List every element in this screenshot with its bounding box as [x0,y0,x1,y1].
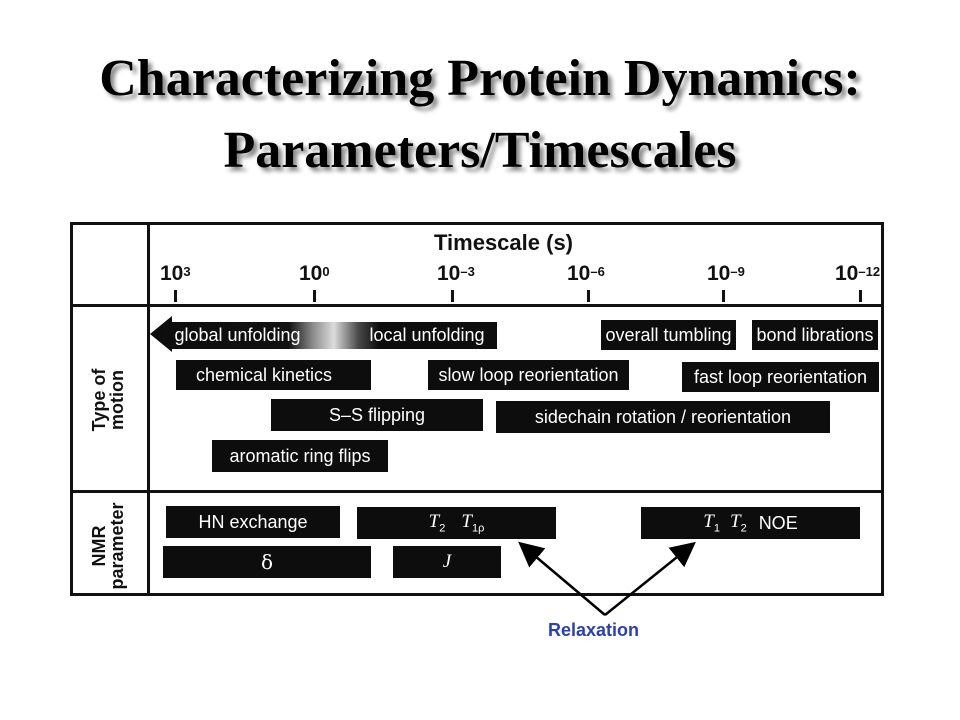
relaxation-label: Relaxation [548,620,640,640]
timescale-title: Timescale (s) [434,230,574,255]
bar-overall-tumbling: overall tumbling [601,320,736,350]
bar-ss-flipping: S–S flipping [271,399,483,431]
slide-title-line-2: Parameters/Timescales [223,122,737,179]
section-divider-nmr [70,490,884,493]
section-divider-vertical [147,222,150,596]
bar-bond-librations: bond librations [752,320,878,350]
unfolding-arrow-shape [150,316,497,352]
bar-local-unfolding: local unfolding [369,325,485,345]
bar-j-coupling: J [393,546,501,578]
bar-global-unfolding: global unfolding [174,325,301,345]
bar-sidechain-rotation: sidechain rotation / reorientation [496,401,830,433]
arrow-to-t1-t2-noe [604,541,696,616]
tick-mark [313,290,316,302]
tick-label-10-minus-6: 10–6 [567,262,605,285]
tick-label-10-minus-3: 10–3 [437,262,475,285]
bar-t2-t1rho: T2 T1ρ [357,507,556,539]
bar-delta: δ [163,546,371,578]
tick-label-10-0: 100 [299,262,330,285]
slide-title-line-1: Characterizing Protein Dynamics: [99,50,861,107]
tick-mark [451,290,454,302]
tick-mark [722,290,725,302]
bar-t1-t2-noe: T1 T2 NOE [641,507,860,539]
bar-aromatic-ring-flips: aromatic ring flips [212,440,388,472]
bar-fast-loop-reorientation: fast loop reorientation [682,362,879,392]
bar-chemical-kinetics: chemical kinetics [176,360,371,390]
tick-label-10-3: 103 [160,262,191,285]
bar-slow-loop-reorientation: slow loop reorientation [428,360,629,390]
diagram-frame [70,222,884,596]
tick-mark [174,290,177,302]
tick-label-10-minus-9: 10–9 [707,262,745,285]
section-divider-timescale [70,304,884,307]
tick-mark [859,290,862,302]
bar-hn-exchange: HN exchange [166,506,340,538]
tick-mark [587,290,590,302]
arrow-to-t2-t1rho [518,541,606,616]
tick-label-10-minus-12: 10–12 [835,262,881,285]
